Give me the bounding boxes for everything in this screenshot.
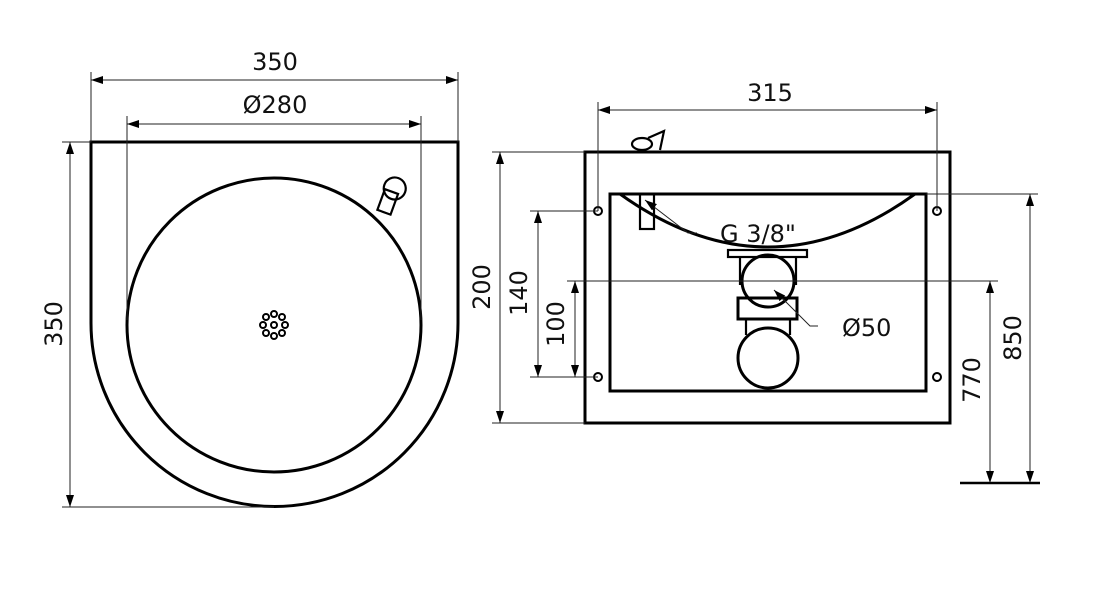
label-inlet-thread: G 3/8" — [720, 220, 796, 248]
basin-outline — [89, 140, 460, 508]
waste-trap-lower — [736, 326, 800, 390]
bowl-section — [619, 192, 916, 249]
label-waste-diameter: Ø50 — [842, 314, 891, 342]
dim-width: 315 — [747, 79, 793, 107]
dim-overall-width: 350 — [252, 48, 298, 76]
dim-bowl-diameter: Ø280 — [243, 91, 308, 119]
tap-icon — [630, 129, 666, 152]
top-view: 350 Ø280 350 — [40, 48, 460, 508]
dim-height: 200 — [468, 264, 496, 310]
dim-overall-depth: 350 — [40, 301, 68, 347]
dim-rim-floor: 850 — [999, 315, 1027, 361]
dim-fixing-spacing: 140 — [505, 270, 533, 316]
bowl — [125, 176, 423, 474]
dim-waste-height: 100 — [542, 301, 570, 347]
waste-flange — [726, 248, 809, 259]
drain-icon — [259, 310, 289, 340]
back-panel — [583, 150, 952, 425]
inlet-pipe — [638, 192, 656, 231]
front-view: 315 200 140 100 770 850 G 3/8" Ø50 — [468, 79, 1040, 485]
recess — [608, 192, 928, 393]
trap-coupling — [736, 296, 799, 321]
tap-icon — [375, 176, 407, 217]
dim-waste-floor: 770 — [958, 357, 986, 403]
